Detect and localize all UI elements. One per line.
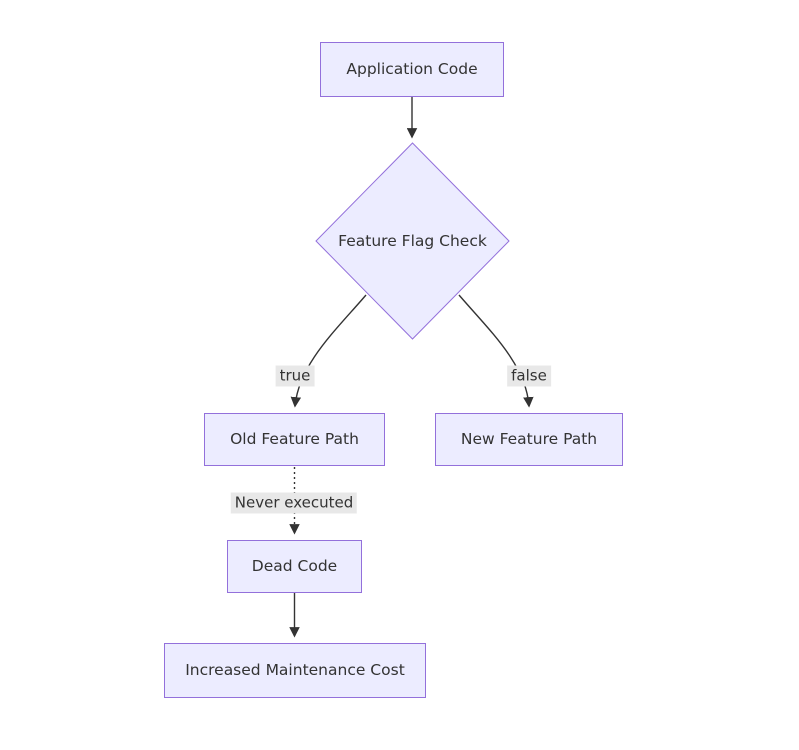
edge-flagcheck-newpath: [458, 294, 534, 408]
node-old-feature-path: Old Feature Path: [204, 413, 385, 466]
edge-flagcheck-oldpath: [290, 294, 367, 408]
node-application-code-label: Application Code: [346, 60, 478, 79]
edge-label-never-executed: Never executed: [230, 492, 358, 514]
node-dead-code-label: Dead Code: [251, 557, 338, 576]
node-increased-maintenance-cost: Increased Maintenance Cost: [164, 643, 426, 698]
node-dead-code: Dead Code: [227, 540, 362, 593]
node-application-code: Application Code: [320, 42, 504, 97]
node-new-feature-path: New Feature Path: [435, 413, 623, 466]
node-old-feature-path-label: Old Feature Path: [230, 430, 359, 449]
node-feature-flag-check-shape: [315, 142, 510, 340]
edge-label-false: false: [507, 365, 551, 387]
edge-label-true: true: [275, 365, 315, 387]
node-new-feature-path-label: New Feature Path: [460, 430, 598, 449]
node-increased-maintenance-cost-label: Increased Maintenance Cost: [185, 661, 405, 680]
